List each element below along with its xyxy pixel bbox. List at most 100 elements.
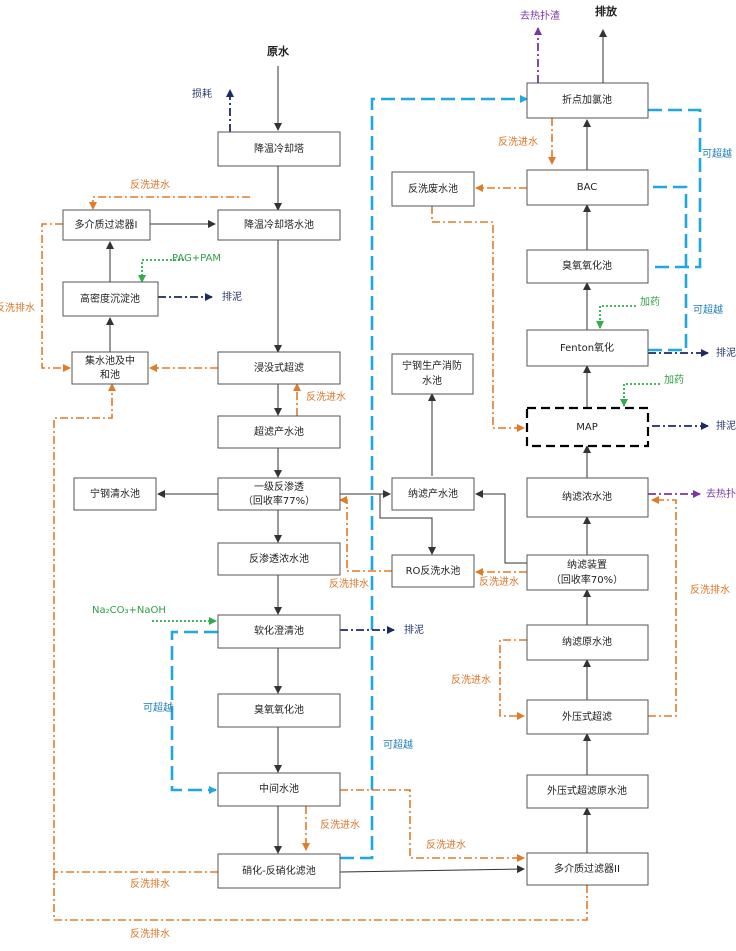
node-external-uf: 外压式超滤 bbox=[526, 699, 649, 735]
node-softening-clarifier: 软化澄清池 bbox=[217, 614, 341, 649]
node-ro-backwash-pool: RO反洗水池 bbox=[391, 554, 475, 588]
backwash-lines bbox=[41, 118, 677, 921]
svg-text:（回收率70%）: （回收率70%） bbox=[551, 573, 623, 586]
label-sludge-map: 排泥 bbox=[716, 419, 736, 432]
backwash-out-external-uf bbox=[648, 496, 677, 717]
label-loss: 损耗 bbox=[192, 87, 212, 100]
label-backwash-in-mmf2: 反洗进水 bbox=[426, 839, 466, 851]
svg-text:臭氧氧化池: 臭氧氧化池 bbox=[254, 703, 304, 716]
node-backwash-waste-pool: 反洗废水池 bbox=[391, 171, 475, 207]
svg-text:臭氧氧化池: 臭氧氧化池 bbox=[562, 259, 612, 272]
svg-text:BAC: BAC bbox=[577, 182, 598, 193]
svg-text:集水池及中: 集水池及中 bbox=[85, 354, 135, 367]
node-ozone-right: 臭氧氧化池 bbox=[526, 249, 649, 284]
dosing-line-map bbox=[620, 383, 660, 407]
svg-text:宁钢生产消防: 宁钢生产消防 bbox=[402, 359, 462, 372]
backwash-in-mmf1 bbox=[89, 196, 250, 210]
label-backwash-in-nf: 反洗进水 bbox=[479, 576, 519, 588]
annotation-labels: 原水 排放 损耗 去热扑渣 去热扑 反洗进水 反洗排水 反洗进水 反洗排水 反洗… bbox=[0, 4, 736, 940]
backwash-out-mmf1 bbox=[41, 223, 71, 372]
backwash-waste-to-map bbox=[431, 206, 525, 432]
node-nitrification-filter: 硝化-反硝化滤池 bbox=[217, 853, 341, 889]
node-hd-sedimentation: 高密度沉淀池 bbox=[62, 281, 159, 317]
label-backwash-out-right: 反洗排水 bbox=[690, 583, 730, 596]
svg-text:硝化-反硝化滤池: 硝化-反硝化滤池 bbox=[242, 864, 316, 877]
bypass-line-right-lower bbox=[648, 185, 688, 352]
flow-ro-to-ro-backwash bbox=[379, 494, 436, 555]
label-heat-top: 去热扑渣 bbox=[520, 9, 560, 22]
svg-text:（回收率77%）: （回收率77%） bbox=[243, 494, 315, 507]
svg-text:纳滤装置: 纳滤装置 bbox=[567, 558, 607, 571]
svg-text:Fenton氧化: Fenton氧化 bbox=[560, 341, 614, 354]
bypass-line-left-short bbox=[170, 630, 218, 794]
main-flow-lines bbox=[106, 29, 607, 874]
label-backwash-in-ext-uf: 反洗进水 bbox=[451, 674, 491, 686]
svg-text:反洗废水池: 反洗废水池 bbox=[408, 182, 458, 195]
bypass-line-left-long bbox=[340, 95, 528, 860]
node-ro-stage1: 一级反渗透 （回收率77%） bbox=[217, 477, 341, 511]
node-multimedia-filter-1: 多介质过滤器I bbox=[62, 209, 151, 241]
svg-text:中间水池: 中间水池 bbox=[259, 782, 299, 795]
label-raw-water: 原水 bbox=[267, 44, 290, 58]
svg-text:宁钢清水池: 宁钢清水池 bbox=[90, 487, 140, 500]
svg-text:外压式超滤: 外压式超滤 bbox=[562, 710, 612, 723]
backwash-out-mmf2 bbox=[53, 872, 588, 921]
label-backwash-in-bac: 反洗进水 bbox=[498, 136, 538, 148]
label-ultrafiltrable-right-1: 可超越 bbox=[702, 147, 732, 160]
svg-text:软化澄清池: 软化澄清池 bbox=[254, 624, 304, 637]
dosing-lines bbox=[138, 259, 660, 625]
node-nf-concentrate-pool: 纳滤浓水池 bbox=[526, 477, 649, 518]
label-ultrafiltrable-left: 可超越 bbox=[143, 701, 173, 714]
label-ultrafiltrable-center: 可超越 bbox=[383, 738, 413, 751]
svg-text:MAP: MAP bbox=[576, 422, 598, 433]
label-backwash-in-2: 反洗进水 bbox=[306, 391, 346, 403]
node-cooling-tower: 降温冷却塔 bbox=[217, 131, 341, 167]
svg-text:外压式超滤原水池: 外压式超滤原水池 bbox=[547, 784, 627, 797]
node-breakpoint-chlorination: 折点加氯池 bbox=[526, 82, 649, 119]
sludge-lines bbox=[158, 89, 709, 634]
svg-text:多介质过滤器I: 多介质过滤器I bbox=[75, 218, 138, 231]
label-dosing-fenton: 加药 bbox=[640, 296, 660, 308]
backwash-in-mmf2 bbox=[340, 789, 525, 862]
node-nf-device: 纳滤装置 （回收率70%） bbox=[526, 554, 649, 591]
svg-text:水池: 水池 bbox=[422, 374, 442, 387]
node-fire-pool: 宁钢生产消防 水池 bbox=[391, 353, 474, 395]
label-dosing-map: 加药 bbox=[664, 374, 684, 386]
node-submerged-uf: 浸没式超滤 bbox=[217, 351, 341, 385]
svg-text:和池: 和池 bbox=[100, 368, 120, 381]
node-ozone-left: 臭氧氧化池 bbox=[217, 693, 341, 728]
svg-text:反渗透浓水池: 反渗透浓水池 bbox=[249, 552, 309, 565]
bypass-lines bbox=[170, 95, 702, 860]
bypass-line-right-upper bbox=[648, 108, 702, 269]
svg-text:RO反洗水池: RO反洗水池 bbox=[406, 564, 461, 577]
node-collect-pool: 集水池及中 和池 bbox=[71, 351, 149, 385]
node-map: MAP bbox=[525, 406, 650, 448]
label-backwash-out-bottom-2: 反洗排水 bbox=[130, 927, 170, 940]
label-ultrafiltrable-right-2: 可超越 bbox=[693, 303, 723, 316]
label-na2co3-naoh: Na₂CO₃+NaOH bbox=[92, 605, 166, 616]
svg-text:一级反渗透: 一级反渗透 bbox=[254, 480, 304, 493]
svg-text:纳滤浓水池: 纳滤浓水池 bbox=[562, 490, 612, 503]
svg-text:纳滤产水池: 纳滤产水池 bbox=[408, 487, 458, 500]
svg-text:纳滤原水池: 纳滤原水池 bbox=[562, 635, 612, 648]
svg-text:浸没式超滤: 浸没式超滤 bbox=[254, 361, 304, 374]
label-sludge-fenton: 排泥 bbox=[716, 346, 736, 359]
node-multimedia-filter-2: 多介质过滤器II bbox=[526, 852, 649, 886]
dosing-line-fenton bbox=[596, 305, 636, 329]
label-backwash-out-ro: 反洗排水 bbox=[329, 577, 369, 590]
node-fenton: Fenton氧化 bbox=[526, 329, 649, 367]
node-ro-concentrate-pool: 反渗透浓水池 bbox=[217, 542, 341, 576]
backwash-in-ro bbox=[339, 496, 392, 572]
label-backwash-in-middle: 反洗进水 bbox=[320, 819, 360, 831]
node-cooling-pool: 降温冷却塔水池 bbox=[217, 209, 341, 241]
node-bac: BAC bbox=[526, 169, 649, 206]
label-pac-pam: PAG+PAM bbox=[172, 253, 221, 264]
heat-lines bbox=[534, 27, 701, 498]
node-middle-pool: 中间水池 bbox=[217, 772, 341, 807]
label-backwash-out-bottom-1: 反洗排水 bbox=[130, 877, 170, 890]
svg-text:多介质过滤器II: 多介质过滤器II bbox=[554, 862, 620, 875]
svg-text:降温冷却塔: 降温冷却塔 bbox=[254, 142, 304, 155]
dosing-line-pac bbox=[138, 259, 184, 283]
label-discharge: 排放 bbox=[595, 4, 618, 18]
